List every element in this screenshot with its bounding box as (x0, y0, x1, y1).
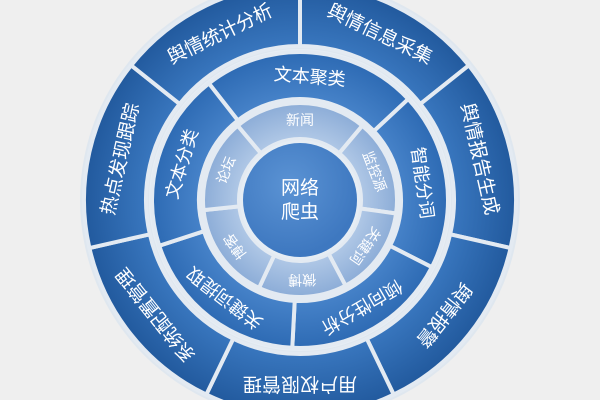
outer-ring-segment (128, 0, 302, 107)
center-label-line1: 网络 (281, 177, 319, 199)
inner-ring-label: 新闻 (286, 113, 314, 129)
inner-ring-segment (201, 122, 264, 213)
middle-ring-segment (150, 80, 241, 249)
center-label-line2: 爬虫 (281, 201, 319, 223)
inner-ring-label: 微博 (288, 271, 316, 289)
outer-ring-label: 用户权限管理 (243, 373, 357, 395)
center-circle (243, 143, 357, 257)
